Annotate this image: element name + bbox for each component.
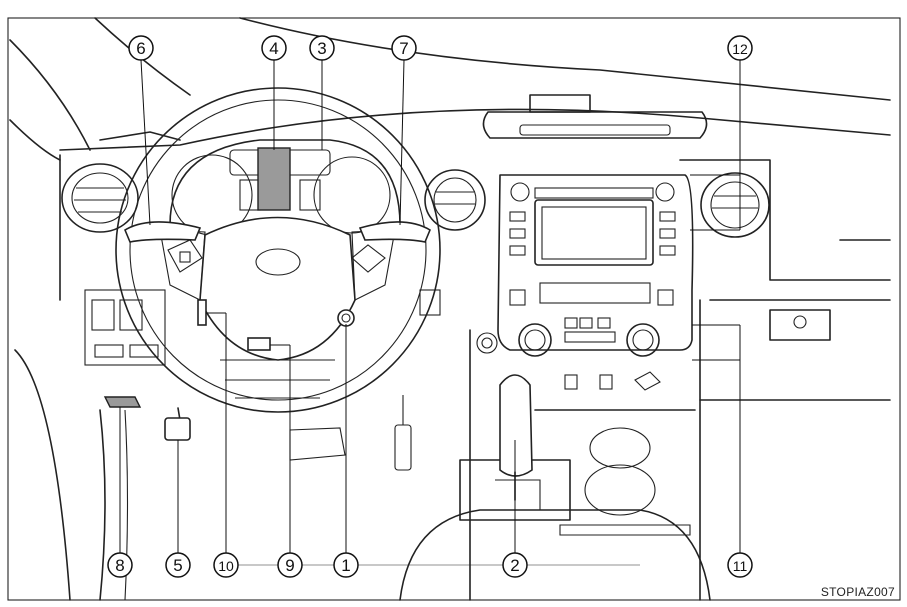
dashboard-right [679,159,891,401]
lower-console [399,299,711,601]
right-air-vent [700,172,770,238]
callout-9: 9 [277,552,303,578]
callout-7: 7 [391,35,417,61]
callout-6: 6 [128,35,154,61]
callout-1: 1 [333,552,359,578]
audio-display [534,199,654,266]
pedals [164,395,412,471]
callout-7-label: 7 [399,39,408,58]
stalks [123,221,432,326]
center-stack [476,174,694,357]
callout-10-label: 10 [218,558,234,574]
figure-frame [7,17,901,601]
callout-5-label: 5 [173,556,182,575]
callout-2-label: 2 [510,556,519,575]
left-air-vent [61,163,139,233]
callout-1-label: 1 [341,556,350,575]
callout-5: 5 [165,552,191,578]
hood-release-lever [103,396,142,408]
callout-2: 2 [502,552,528,578]
shift-lever [495,374,541,511]
figure-code: STOPIAZ007 [820,585,895,599]
callout-11: 11 [727,552,753,578]
callout-4-label: 4 [269,39,278,58]
callout-3: 3 [309,35,335,61]
multi-information-display [257,147,291,211]
windshield-lines [9,17,891,161]
steering-wheel [115,87,441,413]
center-left-air-vent [424,169,486,231]
leader-lines [119,59,741,566]
left-switch-panel [84,289,441,366]
callout-8-label: 8 [115,556,124,575]
callout-12-label: 12 [732,41,748,57]
callout-10: 10 [213,552,239,578]
callout-3-label: 3 [317,39,326,58]
callout-12: 12 [727,35,753,61]
dashboard-top [59,108,891,301]
engine-switch [337,309,355,327]
callout-9-label: 9 [285,556,294,575]
callout-8: 8 [107,552,133,578]
cruise-control-switch [247,337,271,351]
callout-6-label: 6 [136,39,145,58]
lower-left-body [14,349,129,601]
center-top-vent [482,94,708,139]
callout-4: 4 [261,35,287,61]
callout-11-label: 11 [733,558,748,574]
parking-brake-pedal [164,417,191,441]
